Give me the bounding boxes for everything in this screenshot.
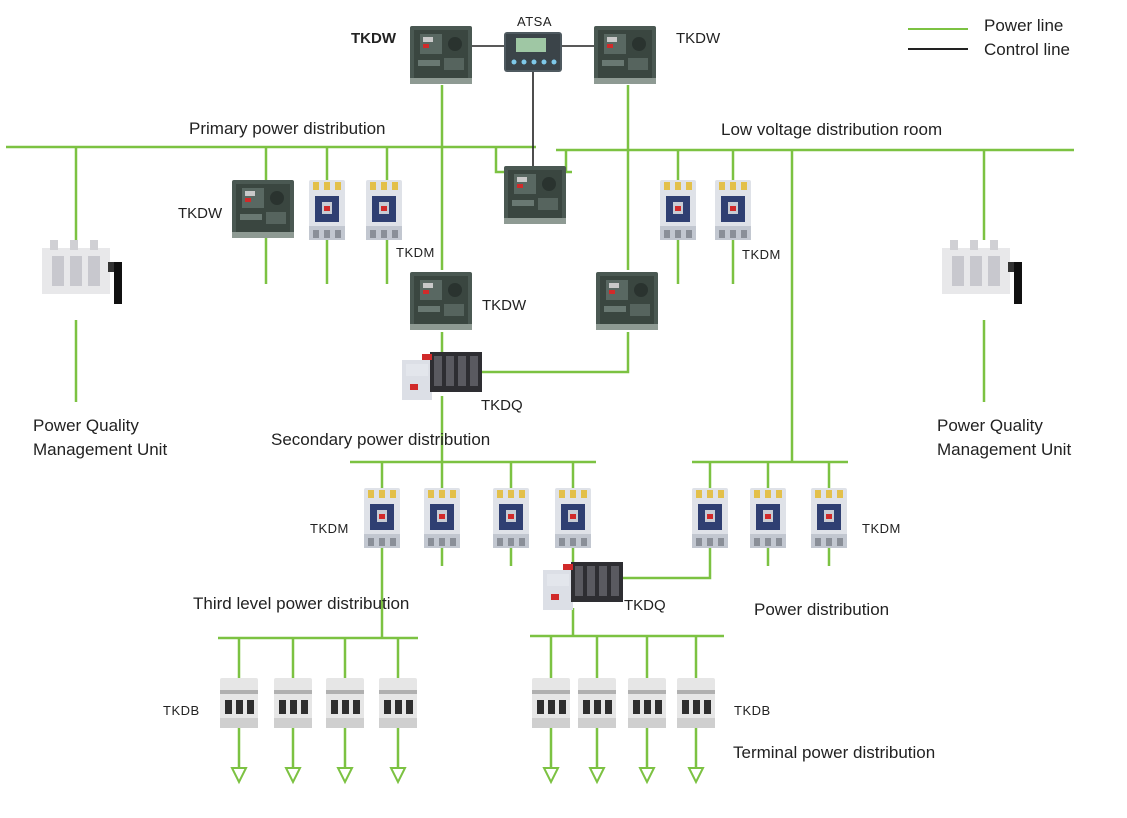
- pqmu-right-line2: Management Unit: [937, 440, 1072, 459]
- ats-switch-icon: [402, 352, 482, 400]
- tkdq-label-upper: TKDQ: [481, 397, 523, 414]
- tkdm-label-secondary-right: TKDM: [862, 521, 901, 536]
- load-arrow-icon: [231, 767, 247, 783]
- control-line-legend-label: Control line: [984, 40, 1070, 59]
- load-arrow-icon: [639, 767, 655, 783]
- mcb-icon: [220, 678, 258, 728]
- power-distribution-label: Power distribution: [754, 600, 890, 619]
- load-arrow-icon: [285, 767, 301, 783]
- atsa-label: ATSA: [517, 14, 552, 29]
- isolator-switch-icon: [42, 240, 122, 304]
- mccb-icon: [715, 180, 751, 240]
- pqmu-right-line1: Power Quality: [937, 416, 1043, 435]
- pqmu-left-line2: Management Unit: [33, 440, 168, 459]
- third-level-distribution-label: Third level power distribution: [193, 594, 410, 613]
- mcb-icon: [578, 678, 616, 728]
- load-arrow-icon: [543, 767, 559, 783]
- tkdb-label-right: TKDB: [734, 703, 771, 718]
- secondary-distribution-label: Secondary power distribution: [271, 430, 491, 449]
- isolator-switch-icon: [942, 240, 1022, 304]
- terminal-distribution-label: Terminal power distribution: [733, 743, 936, 762]
- load-arrow-icon: [688, 767, 704, 783]
- power-lines: [6, 85, 1074, 768]
- primary-distribution-label: Primary power distribution: [189, 119, 386, 138]
- mcb-icon: [326, 678, 364, 728]
- mccb-icon: [750, 488, 786, 548]
- low-voltage-room-label: Low voltage distribution room: [721, 120, 943, 139]
- acb-icon: [596, 272, 658, 330]
- power-line-legend-swatch: [908, 28, 968, 30]
- mccb-icon: [555, 488, 591, 548]
- acb-icon: [504, 166, 566, 224]
- tkdw-label-top-left: TKDW: [351, 30, 396, 47]
- tkdq-label-lower: TKDQ: [624, 597, 666, 614]
- mcb-icon: [379, 678, 417, 728]
- tkdm-label-lv: TKDM: [742, 247, 781, 262]
- acb-icon: [410, 26, 472, 84]
- tkdb-label-left: TKDB: [163, 703, 200, 718]
- ats-switch-icon: [543, 562, 623, 610]
- mccb-icon: [692, 488, 728, 548]
- tkdw-label-primary: TKDW: [178, 205, 223, 222]
- mcb-icon: [274, 678, 312, 728]
- tkdw-label-top-right: TKDW: [676, 30, 721, 47]
- load-arrow-icon: [589, 767, 605, 783]
- mccb-icon: [660, 180, 696, 240]
- tkdm-label-primary: TKDM: [396, 245, 435, 260]
- mccb-icon: [364, 488, 400, 548]
- mccb-icon: [366, 180, 402, 240]
- mccb-icon: [493, 488, 529, 548]
- acb-icon: [594, 26, 656, 84]
- mccb-icon: [424, 488, 460, 548]
- load-arrow-icon: [337, 767, 353, 783]
- control-line-legend-swatch: [908, 48, 968, 50]
- power-line-legend-label: Power line: [984, 16, 1064, 35]
- pqmu-left-line1: Power Quality: [33, 416, 139, 435]
- atsa-controller-icon: [504, 32, 562, 72]
- acb-icon: [232, 180, 294, 238]
- control-lines: [472, 45, 594, 166]
- acb-icon: [410, 272, 472, 330]
- mcb-icon: [532, 678, 570, 728]
- mcb-icon: [628, 678, 666, 728]
- load-arrow-icon: [390, 767, 406, 783]
- mccb-icon: [309, 180, 345, 240]
- mcb-icon: [677, 678, 715, 728]
- tkdm-label-secondary-left: TKDM: [310, 521, 349, 536]
- mccb-icon: [811, 488, 847, 548]
- tkdw-label-middle: TKDW: [482, 297, 527, 314]
